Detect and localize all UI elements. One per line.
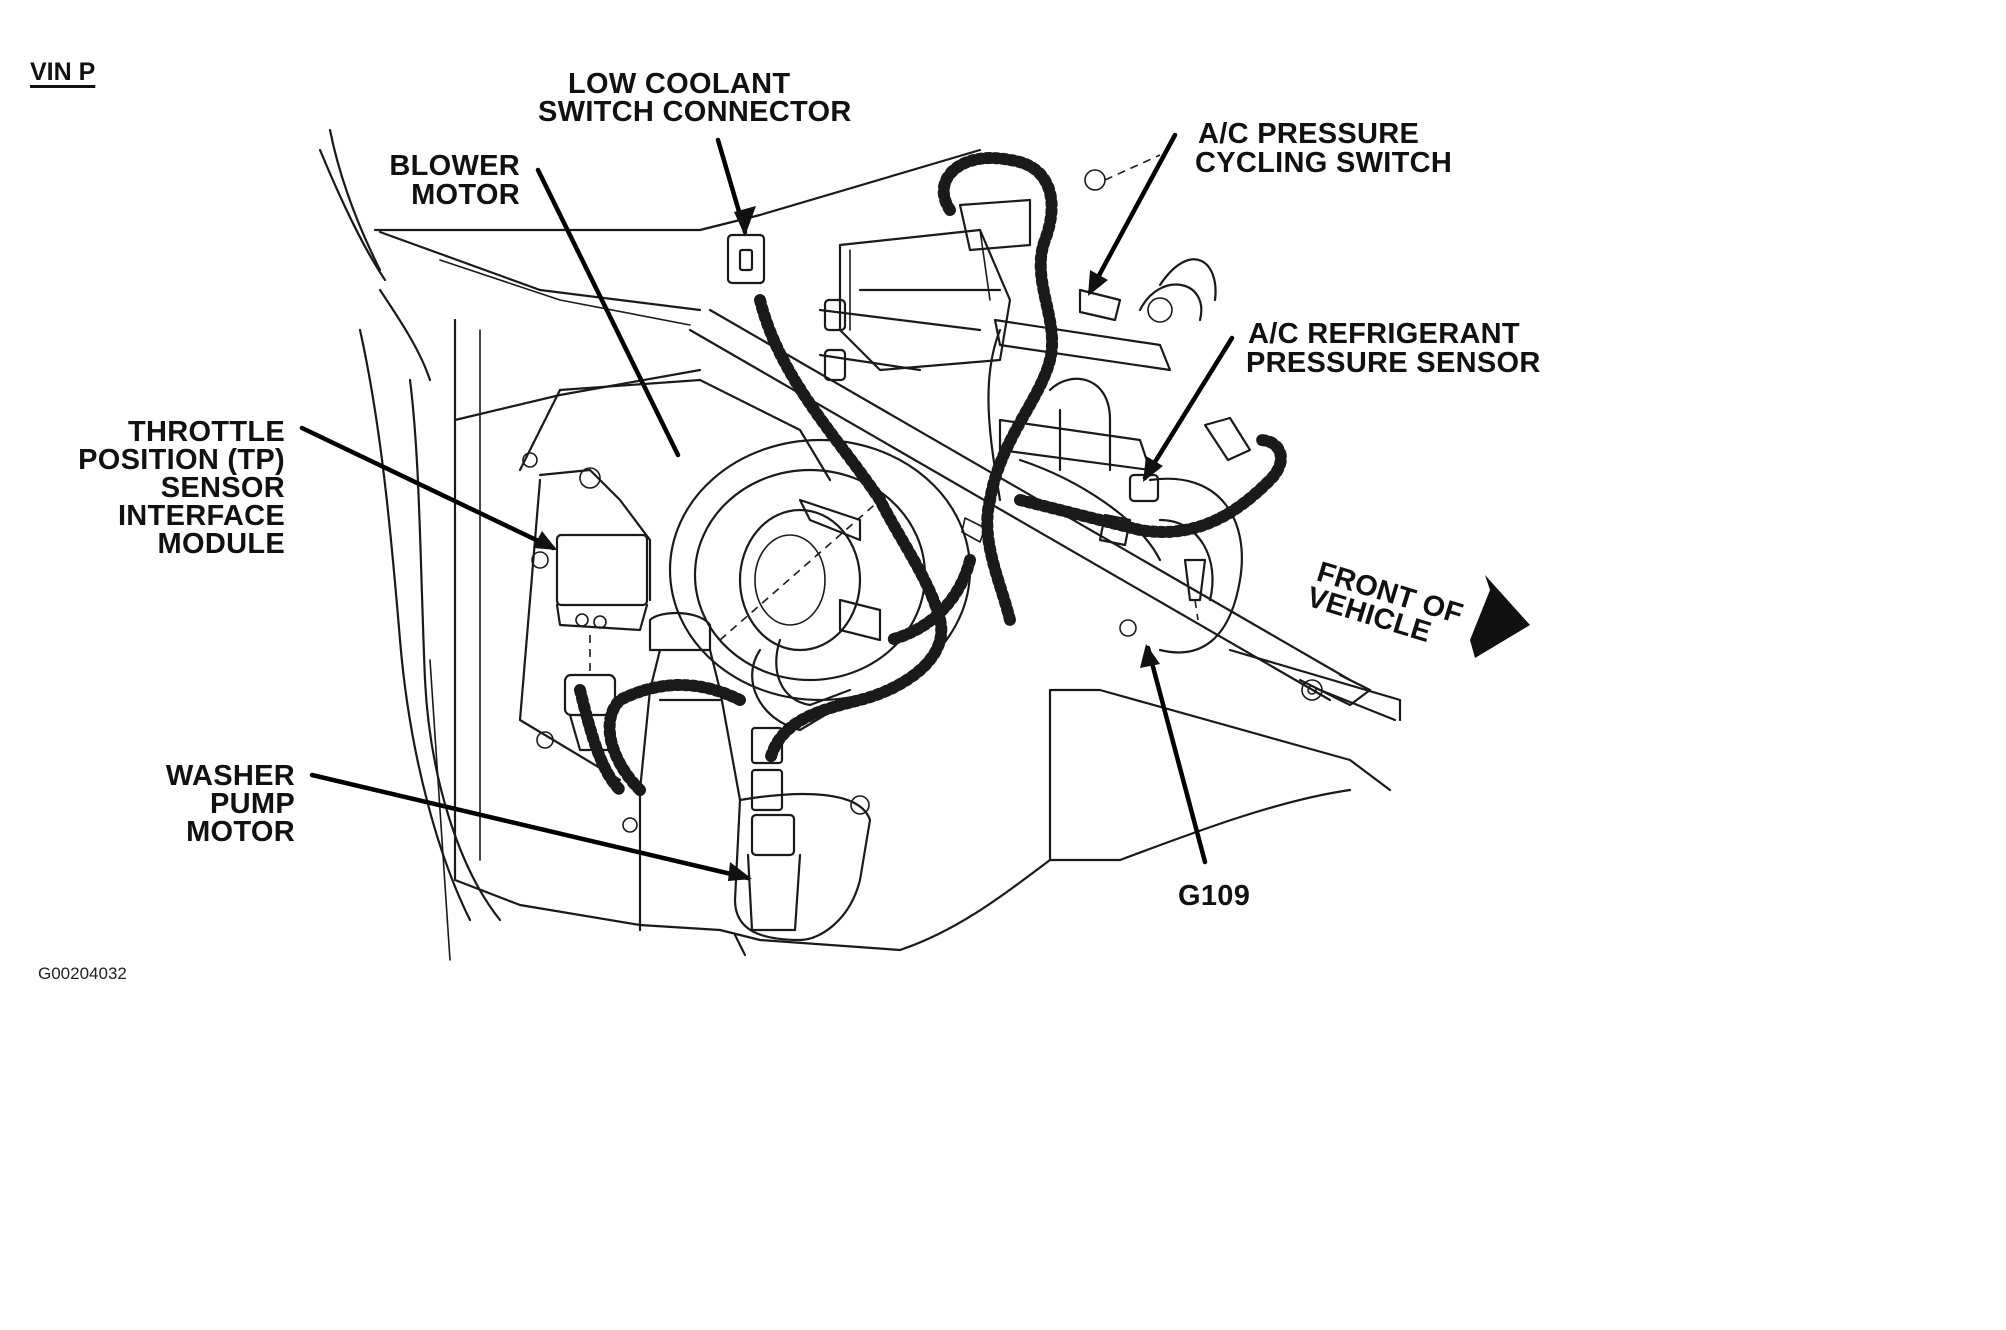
tp-label-line2: POSITION (TP): [78, 444, 285, 476]
tp-label-line1: THROTTLE: [127, 416, 285, 448]
callout-leaders: [299, 132, 1235, 881]
ac-case: [818, 154, 1243, 654]
connectors: [726, 233, 1252, 642]
washer-pump-label-line2: PUMP: [210, 788, 295, 820]
engine-compartment-illustration: [299, 128, 1530, 961]
blower-motor-label-line2: MOTOR: [411, 179, 520, 211]
tp-sensor-interface-module: [522, 452, 652, 752]
low-coolant-label-line2: SWITCH CONNECTOR: [538, 96, 852, 128]
front-arrow-icon: [1470, 575, 1530, 658]
ac-pressure-label-line1: A/C PRESSURE: [1198, 118, 1420, 150]
tp-label-line4: INTERFACE: [117, 500, 285, 532]
blower-motor-label-line1: BLOWER: [389, 150, 520, 182]
tp-label-line5: MODULE: [157, 528, 285, 560]
ac-refrigerant-label-line2: PRESSURE SENSOR: [1246, 347, 1541, 379]
tp-label-line3: SENSOR: [160, 472, 285, 504]
wiring-harness: [574, 152, 1287, 796]
g109-label: G109: [1178, 880, 1251, 912]
vin-label: VIN P: [30, 58, 96, 86]
washer-reservoir: [622, 611, 872, 957]
low-coolant-label-line1: LOW COOLANT: [568, 68, 791, 100]
figure-id: G00204032: [38, 964, 127, 983]
body-outline: [318, 128, 1402, 961]
ac-pressure-label-line2: CYCLING SWITCH: [1195, 147, 1453, 179]
washer-pump-label-line3: MOTOR: [186, 816, 295, 848]
ac-refrigerant-label-line1: A/C REFRIGERANT: [1248, 318, 1520, 350]
washer-pump-label-line1: WASHER: [165, 760, 295, 792]
callout-arrowheads: [533, 206, 1163, 881]
